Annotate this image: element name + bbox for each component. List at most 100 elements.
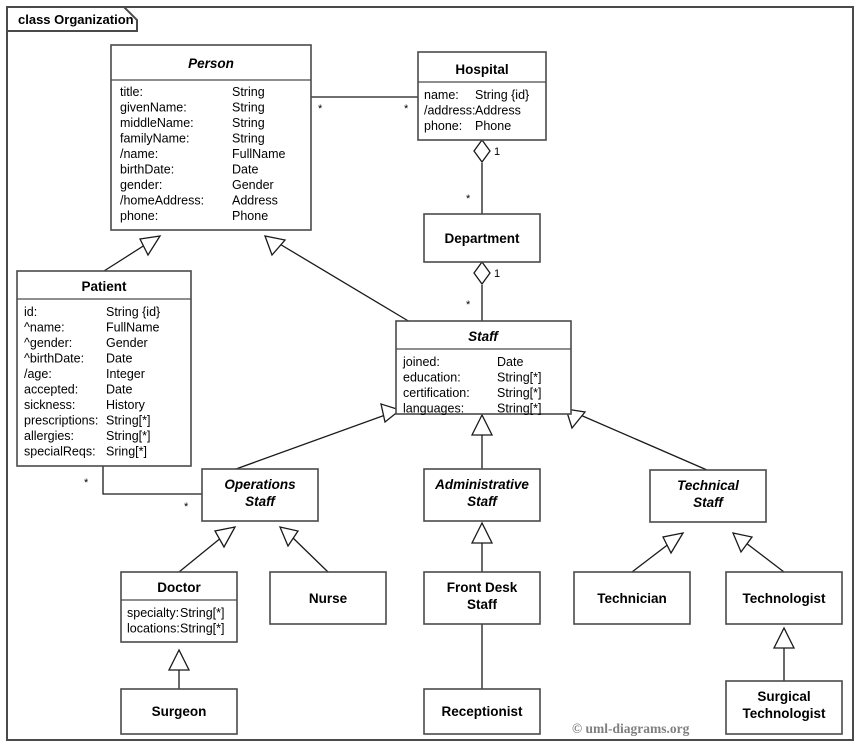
class-name-technical-staff-line1: Technical [677,478,739,493]
class-name-administrative-staff-line1: Administrative [434,477,529,492]
attr-type: Address [475,104,521,118]
frame-label: class Organization [18,12,134,27]
class-box-technologist[interactable]: Technologist [725,571,843,625]
attr-name: /address: [424,104,475,118]
gen-technical-staff-line [577,413,708,471]
attr-name: locations: [127,622,180,636]
class-box-operations-staff[interactable]: Operations Staff [201,468,319,522]
attr-name: ^gender: [24,336,72,350]
class-box-administrative-staff[interactable]: Administrative Staff [423,468,541,522]
class-box-staff[interactable]: Staff joined: Date education: String[*] … [395,320,572,416]
gen-technologist-technical-line [745,542,785,573]
class-box-nurse[interactable]: Nurse [269,571,387,625]
attr-type: Date [232,163,258,177]
attr-name: languages: [403,402,464,416]
attr-name: accepted: [24,383,78,397]
gen-arrow-patient-person [139,235,162,257]
attr-name: familyName: [120,132,189,146]
gen-arrow-staff-person [263,235,287,257]
attr-name: allergies: [24,429,74,443]
class-box-patient[interactable]: Patient id: String {id} ^name: FullName … [16,270,192,467]
attr-name: /age: [24,367,52,381]
multiplicity-department-staff-whole: 1 [494,268,500,280]
multiplicity-hospital-department-whole: 1 [494,146,500,158]
attr-type: String[*] [497,402,541,416]
class-name-front-desk-staff-line1: Front Desk [447,580,518,595]
class-box-surgical-technologist[interactable]: Surgical Technologist [725,680,843,735]
class-name-surgical-technologist-line2: Technologist [743,706,827,721]
class-box-department[interactable]: Department [423,213,541,263]
attr-name: /homeAddress: [120,194,204,208]
attr-name: middleName: [120,116,194,130]
class-name-staff: Staff [468,329,499,344]
attr-name: sickness: [24,398,75,412]
gen-arrow-frontdesk-administrative [470,521,494,544]
attr-name: id: [24,305,37,319]
attr-type: String [232,101,265,115]
gen-arrow-technician-technical [662,532,685,555]
attr-type: Sring[*] [106,445,147,459]
class-name-surgical-technologist-line1: Surgical [757,689,810,704]
class-name-technical-staff-line2: Staff [693,495,724,510]
copyright-notice: © uml-diagrams.org [572,721,690,736]
gen-arrow-nurse-operations [278,526,300,548]
class-name-hospital: Hospital [455,62,508,77]
attr-type: Address [232,194,278,208]
attr-type: Date [106,352,132,366]
class-box-surgeon[interactable]: Surgeon [120,688,238,735]
class-box-hospital[interactable]: Hospital name: String {id} /address: Add… [417,51,547,141]
attr-name: phone: [120,209,158,223]
multiplicity-patient-operations-target: * [184,501,189,513]
attr-type: String [232,132,265,146]
multiplicity-person-hospital-source: * [318,103,323,115]
attr-type: Gender [232,178,274,192]
attr-name: prescriptions: [24,414,98,428]
attr-name: ^birthDate: [24,352,84,366]
attr-name: joined: [402,355,440,369]
assoc-patient-operations-staff [102,466,202,495]
class-box-person[interactable]: Person title: String givenName: String m… [110,44,312,231]
attr-type: String[*] [180,622,224,636]
class-name-department: Department [444,231,520,246]
multiplicity-patient-operations-source: * [84,477,89,489]
class-box-doctor[interactable]: Doctor specialty: String[*] locations: S… [120,571,238,643]
class-name-receptionist: Receptionist [441,704,523,719]
attr-type: FullName [106,321,160,335]
attr-type: String[*] [106,414,150,428]
attr-name: phone: [424,119,462,133]
attr-name: title: [120,85,143,99]
gen-arrow-doctor-operations [213,526,237,549]
attr-name: ^name: [24,321,65,335]
class-name-person: Person [188,56,234,71]
class-box-technical-staff[interactable]: Technical Staff [649,469,767,523]
attr-type: String[*] [497,371,541,385]
attr-type: String[*] [497,386,541,400]
attr-name: birthDate: [120,163,174,177]
attr-type: String [232,85,265,99]
class-box-receptionist[interactable]: Receptionist [423,688,541,735]
attr-type: String[*] [106,429,150,443]
multiplicity-hospital-department-part: * [466,193,471,205]
attr-type: String {id} [475,88,529,102]
attr-type: FullName [232,147,286,161]
attr-type: Integer [106,367,145,381]
attr-type: Date [106,383,132,397]
class-name-operations-staff-line1: Operations [224,477,296,492]
diagram-frame-tab [7,6,138,32]
attr-type: String [232,116,265,130]
attr-name: /name: [120,147,158,161]
attr-type: Date [497,355,523,369]
attr-type: Gender [106,336,148,350]
aggregation-diamond-department [473,260,491,286]
class-name-operations-staff-line2: Staff [245,494,276,509]
gen-arrow-administrative-staff [470,413,494,436]
attr-type: String {id} [106,305,160,319]
class-name-technician: Technician [597,591,667,606]
class-box-front-desk-staff[interactable]: Front Desk Staff [423,571,541,625]
attr-type: Phone [232,209,268,223]
attr-name: gender: [120,178,162,192]
attr-name: givenName: [120,101,187,115]
class-box-technician[interactable]: Technician [573,571,691,625]
